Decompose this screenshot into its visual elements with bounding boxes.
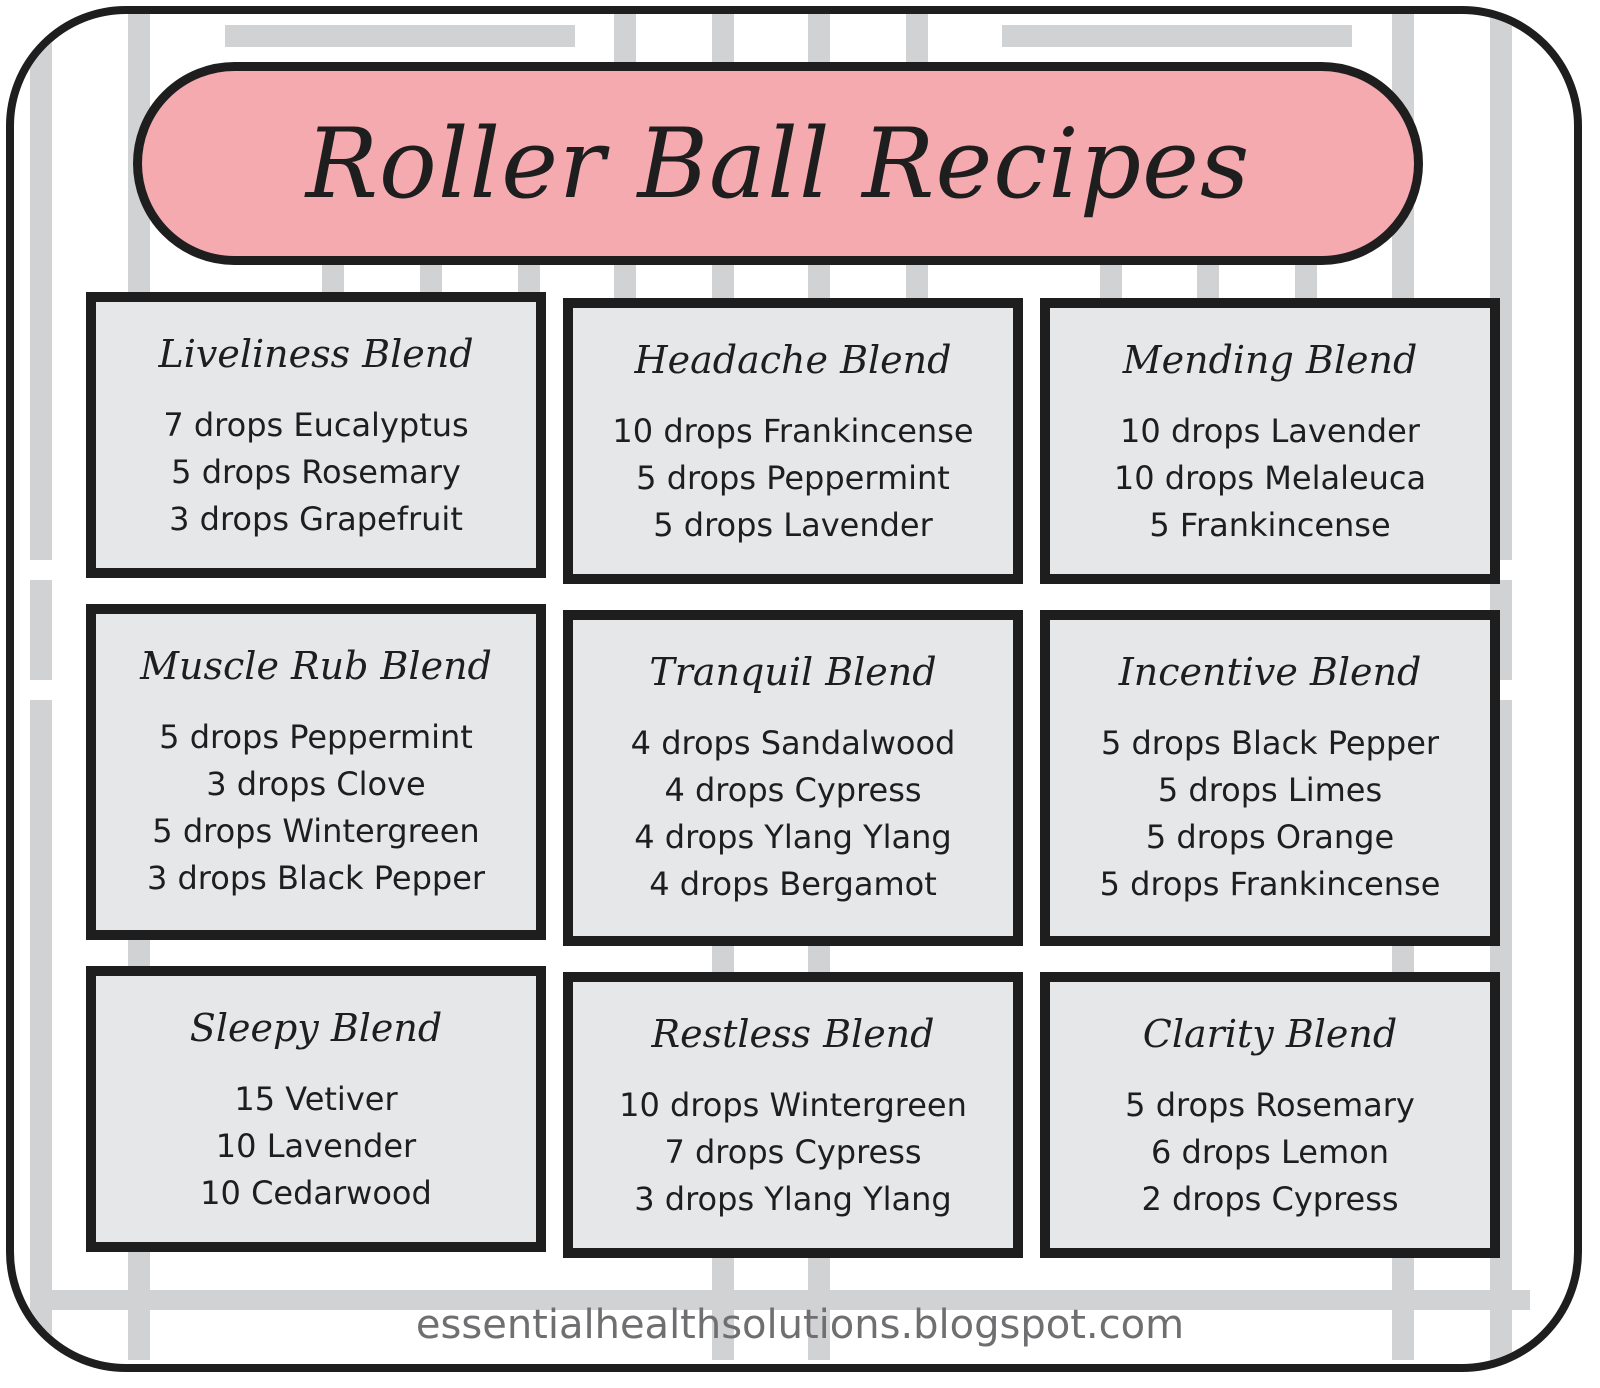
ingredient-item: 7 drops Cypress	[664, 1133, 922, 1171]
ingredient-item: 6 drops Lemon	[1150, 1133, 1389, 1171]
ingredient-item: 5 drops Lavender	[653, 506, 933, 544]
ingredient-item: 3 drops Black Pepper	[146, 859, 486, 897]
card-title: Sleepy Blend	[189, 1006, 443, 1050]
ingredient-item: 5 drops Peppermint	[636, 459, 950, 497]
recipe-card-incentive: Incentive Blend 5 drops Black Pepper 5 d…	[1040, 610, 1500, 946]
recipe-card-mending: Mending Blend 10 drops Lavender 10 drops…	[1040, 298, 1500, 584]
ingredient-item: 5 drops Wintergreen	[152, 812, 480, 850]
ingredient-item: 10 drops Melaleuca	[1113, 459, 1427, 497]
card-title: Incentive Blend	[1118, 650, 1422, 694]
recipe-card-restless: Restless Blend 10 drops Wintergreen 7 dr…	[563, 972, 1023, 1258]
card-title: Restless Blend	[651, 1012, 935, 1056]
card-title: Headache Blend	[634, 338, 952, 382]
page-title: Roller Ball Recipes	[305, 107, 1251, 220]
ingredient-item: 5 drops Frankincense	[1099, 865, 1441, 903]
ingredient-list: 5 drops Peppermint 3 drops Clove 5 drops…	[147, 714, 485, 902]
ingredient-list: 5 drops Black Pepper 5 drops Limes 5 dro…	[1100, 720, 1441, 908]
recipe-card-tranquil: Tranquil Blend 4 drops Sandalwood 4 drop…	[563, 610, 1023, 946]
card-title: Tranquil Blend	[649, 650, 937, 694]
ingredient-item: 5 drops Orange	[1145, 818, 1395, 856]
ingredient-item: 4 drops Sandalwood	[630, 724, 956, 762]
recipe-card-liveliness: Liveliness Blend 7 drops Eucalyptus 5 dr…	[86, 292, 546, 578]
ingredient-list: 5 drops Rosemary 6 drops Lemon 2 drops C…	[1125, 1082, 1415, 1223]
ingredient-item: 4 drops Ylang Ylang	[634, 818, 952, 856]
card-title: Liveliness Blend	[158, 332, 474, 376]
recipe-card-clarity: Clarity Blend 5 drops Rosemary 6 drops L…	[1040, 972, 1500, 1258]
title-banner: Roller Ball Recipes	[133, 62, 1423, 265]
ingredient-item: 4 drops Bergamot	[649, 865, 937, 903]
ingredient-item: 7 drops Eucalyptus	[163, 406, 469, 444]
ingredient-item: 15 Vetiver	[234, 1080, 398, 1118]
ingredient-list: 7 drops Eucalyptus 5 drops Rosemary 3 dr…	[163, 402, 468, 543]
ingredient-list: 10 drops Frankincense 5 drops Peppermint…	[612, 408, 973, 549]
ingredient-item: 10 Lavender	[215, 1127, 417, 1165]
card-title: Clarity Blend	[1142, 1012, 1398, 1056]
ingredient-list: 10 drops Wintergreen 7 drops Cypress 3 d…	[619, 1082, 967, 1223]
ingredient-item: 3 drops Clove	[206, 765, 426, 803]
card-title: Muscle Rub Blend	[140, 644, 492, 688]
card-title: Mending Blend	[1122, 338, 1418, 382]
recipe-card-headache: Headache Blend 10 drops Frankincense 5 d…	[563, 298, 1023, 584]
ingredient-item: 3 drops Ylang Ylang	[634, 1180, 952, 1218]
ingredient-item: 10 drops Wintergreen	[619, 1086, 967, 1124]
ingredient-item: 5 drops Black Pepper	[1100, 724, 1440, 762]
ingredient-item: 10 drops Frankincense	[612, 412, 974, 450]
ingredient-item: 3 drops Grapefruit	[169, 500, 463, 538]
ingredient-list: 4 drops Sandalwood 4 drops Cypress 4 dro…	[631, 720, 956, 908]
ingredient-list: 15 Vetiver 10 Lavender 10 Cedarwood	[200, 1076, 432, 1217]
recipe-card-muscle-rub: Muscle Rub Blend 5 drops Peppermint 3 dr…	[86, 604, 546, 940]
ingredient-list: 10 drops Lavender 10 drops Melaleuca 5 F…	[1114, 408, 1426, 549]
ingredient-item: 5 drops Rosemary	[1125, 1086, 1415, 1124]
ingredient-item: 5 drops Peppermint	[159, 718, 473, 756]
ingredient-item: 10 drops Lavender	[1120, 412, 1420, 450]
ingredient-item: 4 drops Cypress	[664, 771, 922, 809]
footer-url: essentialhealthsolutions.blogspot.com	[415, 1302, 1185, 1348]
ingredient-item: 5 Frankincense	[1149, 506, 1391, 544]
ingredient-item: 5 drops Rosemary	[171, 453, 461, 491]
ingredient-item: 2 drops Cypress	[1141, 1180, 1399, 1218]
recipe-card-sleepy: Sleepy Blend 15 Vetiver 10 Lavender 10 C…	[86, 966, 546, 1252]
ingredient-item: 5 drops Limes	[1157, 771, 1383, 809]
ingredient-item: 10 Cedarwood	[200, 1174, 432, 1212]
